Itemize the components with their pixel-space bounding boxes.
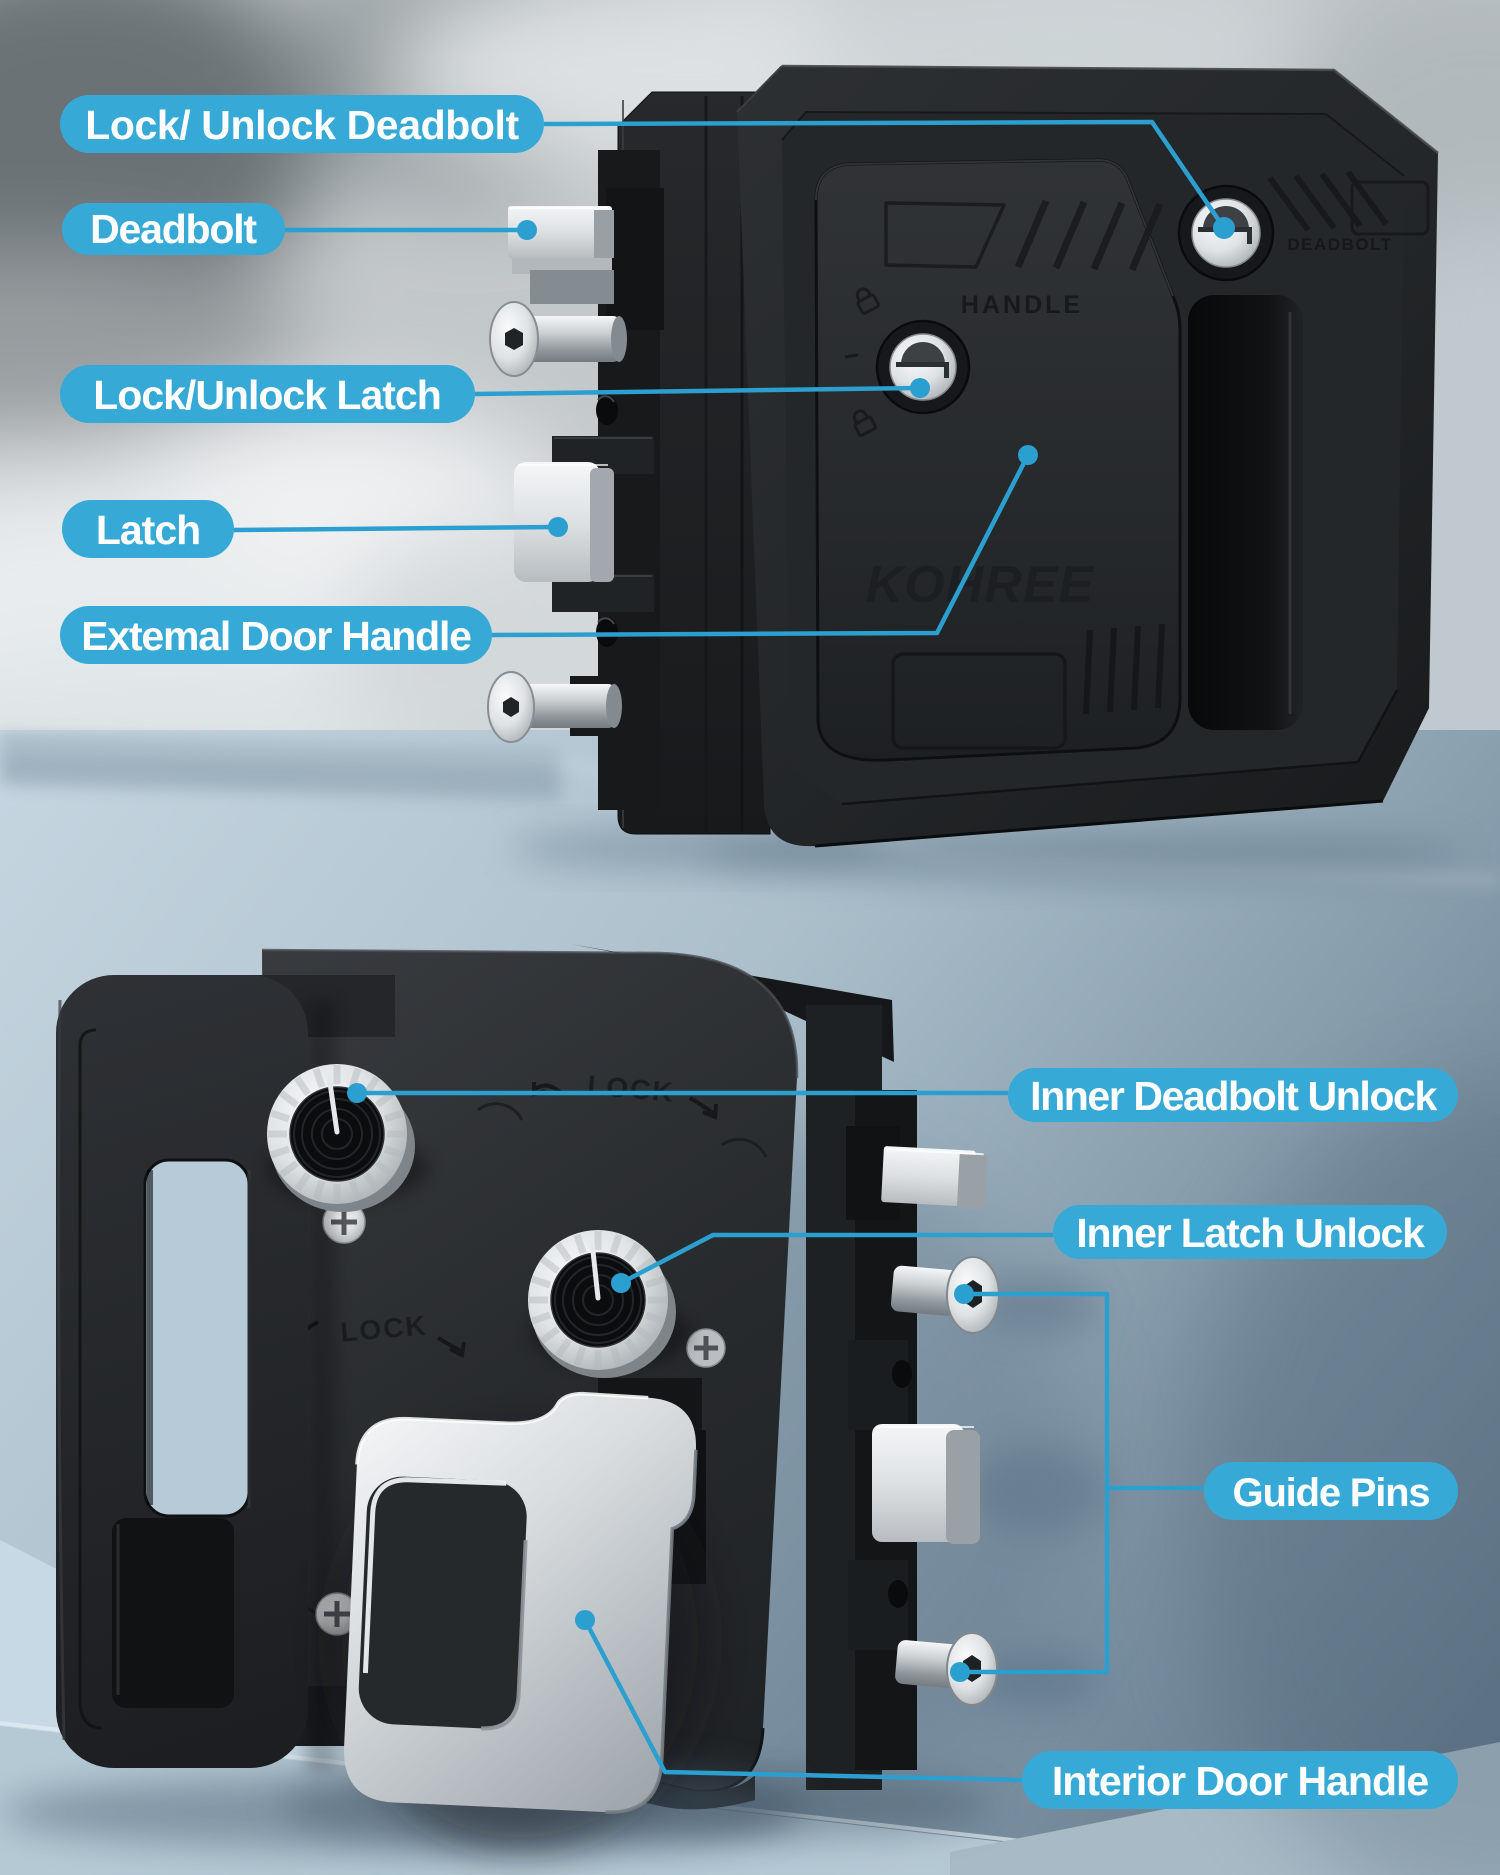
svg-text:Deadbolt: Deadbolt [90,206,257,252]
svg-text:Latch: Latch [96,507,200,553]
svg-text:Inner Latch Unlock: Inner Latch Unlock [1076,1210,1425,1256]
svg-text:Inner Deadbolt Unlock: Inner Deadbolt Unlock [1030,1073,1437,1119]
svg-text:KOHREE: KOHREE [866,556,1095,614]
svg-text:Lock/Unlock Latch: Lock/Unlock Latch [93,372,441,418]
svg-text:Guide Pins: Guide Pins [1233,1471,1430,1515]
svg-text:DEADBOLT: DEADBOLT [1287,235,1392,254]
svg-text:Extemal Door Handle: Extemal Door Handle [81,613,471,659]
svg-text:LOCK: LOCK [586,1069,676,1107]
svg-text:Interior Door Handle: Interior Door Handle [1052,1758,1429,1804]
svg-text:LOCK: LOCK [339,1309,429,1347]
svg-text:HANDLE: HANDLE [961,291,1083,319]
svg-text:Lock/ Unlock Deadbolt: Lock/ Unlock Deadbolt [85,102,519,148]
